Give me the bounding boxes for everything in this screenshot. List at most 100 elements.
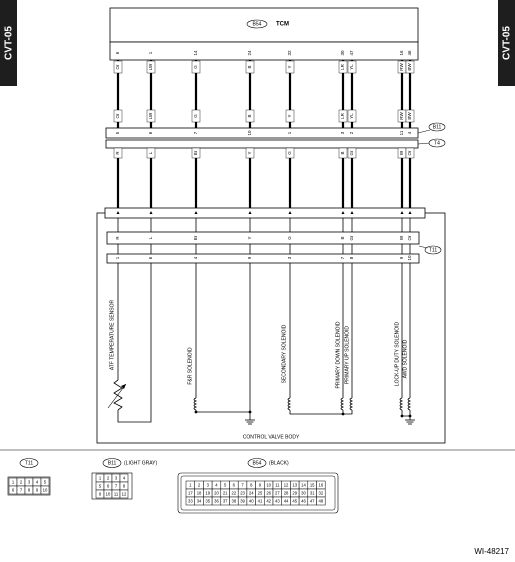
- wire-color-label: Y: [287, 114, 292, 117]
- tcm-code: B54: [253, 21, 262, 27]
- t11-pin-label: 9: [399, 256, 404, 259]
- primary-up-solenoid-coil: [349, 397, 354, 411]
- legend-t11-pin-number: 4: [36, 479, 39, 484]
- awd-solenoid-coil: [407, 397, 412, 411]
- wire-arrow: [116, 211, 120, 214]
- wire-t4-color-box: [113, 147, 123, 159]
- b11-pin-label: 1: [287, 131, 292, 134]
- wire-color-label: Br: [193, 235, 198, 240]
- b11-pin-label: 3: [340, 131, 345, 134]
- legend-b54-pin-number: 1: [189, 482, 192, 487]
- legend-t11-badge: [19, 458, 39, 468]
- legend-b54-pin-number: 2: [198, 482, 201, 487]
- primary-solenoid-wiring: [289, 263, 353, 415]
- wire-color-label: YL: [349, 64, 354, 70]
- wire-color-label: G: [193, 65, 198, 69]
- wire-t4-color-box: [146, 147, 156, 159]
- legend-b54-pin-number: 27: [275, 490, 280, 495]
- legend-b54-pin-number: 31: [310, 490, 315, 495]
- fr-solenoid-coil: [193, 397, 198, 411]
- legend-b54-pin-number: 12: [284, 482, 289, 487]
- tcm-pin-label: 30: [340, 50, 345, 56]
- tcm-pin-label: 16: [399, 50, 404, 56]
- tcm-pin-label: 24: [247, 50, 252, 56]
- section-tab-right: CVT-05: [498, 0, 515, 86]
- legend-b11-pin-cell: [119, 489, 129, 499]
- legend-b11-pin-number: 2: [107, 475, 110, 480]
- wire-b11-color-box: [146, 109, 156, 123]
- legend-b54-pin-number: 11: [275, 482, 280, 487]
- lockup-solenoid-coil: [399, 397, 404, 411]
- legend-b54-pin-number: 44: [284, 498, 289, 503]
- wire-color-label: Y: [247, 236, 252, 239]
- b11-pin-label: 2: [349, 131, 354, 134]
- wire-color-label: G: [193, 114, 198, 118]
- wire-b11-color-box: [245, 109, 255, 123]
- tcm-name: TCM: [276, 22, 289, 28]
- t11-pin-label: 4: [193, 256, 198, 259]
- legend-t11-pin-cell: [40, 485, 50, 495]
- legend-b54-pin-number: 4: [215, 482, 218, 487]
- wire-arrow: [408, 211, 412, 214]
- wire-b11-color-box: [191, 109, 201, 123]
- legend-b54-pin-number: 48: [319, 498, 324, 503]
- wire-arrow: [248, 211, 252, 214]
- legend-b11-pin-number: 11: [114, 491, 119, 496]
- wire-color-label: Gr: [349, 150, 354, 156]
- wire-arrow: [400, 211, 404, 214]
- wire-color-label: LW: [148, 112, 153, 119]
- wire-top-color-box: [285, 60, 295, 74]
- legend-b54-pin-number: 24: [249, 490, 254, 495]
- tcm-pin-label: 6: [115, 51, 120, 54]
- legend-b54-pin-number: 22: [232, 490, 237, 495]
- wire-color-label: LR: [340, 112, 345, 119]
- legend-b54-pin-number: 7: [241, 482, 244, 487]
- secondary-solenoid-coil: [287, 397, 292, 411]
- legend-b11-pin-number: 12: [122, 491, 127, 496]
- wire-color-label: B: [340, 236, 345, 239]
- wire-color-label: W: [399, 235, 404, 240]
- wire-arrow: [350, 211, 354, 214]
- tcm-pin-label: 46: [407, 50, 412, 56]
- t11-pin-label: 1: [115, 256, 120, 259]
- legend-t11-pin-number: 7: [20, 487, 23, 492]
- wire-color-label: LW: [148, 63, 153, 70]
- wire-color-label: BW: [407, 112, 412, 120]
- wire-t4-color-box: [191, 147, 201, 159]
- component-label: PRIMARY UP SOLENOID: [344, 326, 350, 384]
- legend-b54-pin-number: 8: [250, 482, 253, 487]
- wire-arrow: [149, 211, 153, 214]
- legend-b54-pin-number: 15: [310, 482, 315, 487]
- legend-b11-pin-number: 8: [123, 483, 126, 488]
- leader-t4: [417, 142, 431, 145]
- legend-b54-code: B54: [253, 460, 262, 466]
- wire-color-label: R: [115, 151, 120, 155]
- reference-code: WI-48217: [474, 547, 509, 556]
- wire-top-color-box: [146, 60, 156, 74]
- legend-b54-pin-number: 47: [310, 498, 315, 503]
- legend-b11-pin-number: 6: [107, 483, 110, 488]
- control-valve-body: [96, 212, 446, 444]
- wire-color-label: BW: [407, 63, 412, 71]
- wire-arrow: [341, 211, 345, 214]
- legend-t11-pin-number: 1: [12, 479, 15, 484]
- connector-b11-code: B11: [433, 124, 442, 130]
- t11-pin-label: 8: [349, 256, 354, 259]
- wire-color-label: Or: [115, 113, 120, 119]
- section-tab-left: CVT-05: [0, 0, 17, 86]
- legend-t11-pin-number: 9: [36, 487, 39, 492]
- wire-color-label: R: [115, 236, 120, 240]
- legend-t11-pin-number: 6: [12, 487, 15, 492]
- b11-pin-label: 7: [193, 131, 198, 134]
- wire-top-color-box: [338, 60, 348, 74]
- wire-t4-color-box: [245, 147, 255, 159]
- legend-b54-pin-number: 43: [275, 498, 280, 503]
- leader-b11: [417, 129, 431, 134]
- legend-b54-pin-number: 40: [249, 498, 254, 503]
- legend-b54-pin-number: 18: [197, 490, 202, 495]
- wire-color-label: G: [287, 236, 292, 240]
- component-label: F&R SOLENOID: [187, 347, 193, 385]
- legend-b54-pin-number: 37: [223, 498, 228, 503]
- wire-color-label: Or: [115, 64, 120, 70]
